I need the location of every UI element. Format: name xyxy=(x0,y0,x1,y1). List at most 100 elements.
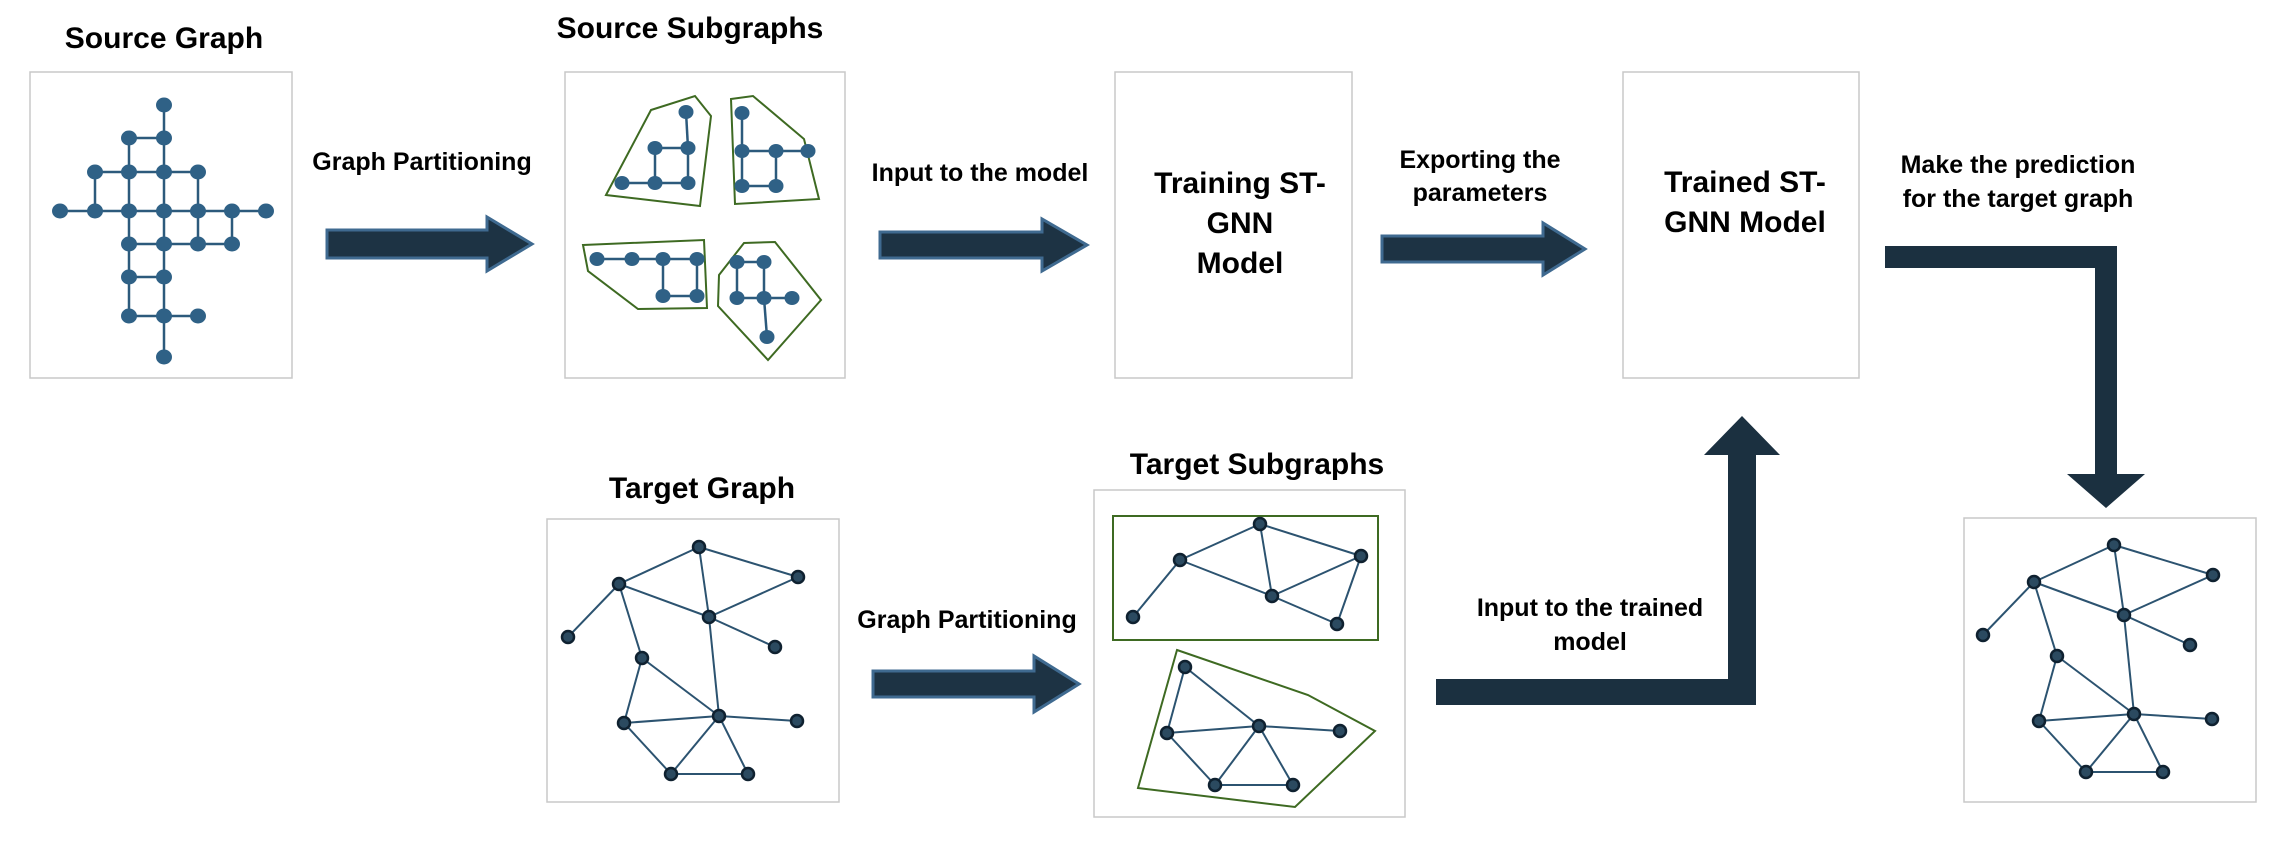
input-trained-label-line-1: Input to the trained xyxy=(1477,594,1703,622)
graph-node xyxy=(734,179,750,193)
graph-edge xyxy=(698,546,799,578)
graph-node xyxy=(258,203,274,219)
graph-node xyxy=(767,639,783,655)
graph-node xyxy=(729,255,745,269)
graph-edge xyxy=(1258,725,1341,732)
graph-node xyxy=(1353,548,1369,564)
arrow-make-prediction xyxy=(1885,246,2145,508)
graph-edge xyxy=(2038,720,2087,773)
graph-edge xyxy=(708,616,720,717)
prediction-graph-panel xyxy=(1963,517,2257,803)
arrow-input-trained xyxy=(1436,416,1780,705)
graph-node xyxy=(790,569,806,585)
graph-edge xyxy=(618,546,700,585)
graph-edge xyxy=(2056,655,2135,715)
graph-partitioning-bottom-label: Graph Partitioning xyxy=(857,606,1076,634)
graph-node xyxy=(156,130,172,146)
trained-model-label-line-1: Trained ST- xyxy=(1664,166,1826,199)
prediction-graph xyxy=(1975,537,2221,780)
graph-node xyxy=(680,141,696,155)
export-params-label-line-1: Exporting the xyxy=(1399,146,1560,174)
graph-edge xyxy=(2113,544,2214,576)
graph-node xyxy=(224,203,240,219)
graph-node xyxy=(156,269,172,285)
graph-node xyxy=(156,308,172,324)
graph-edge xyxy=(718,715,798,722)
graph-node xyxy=(1329,616,1345,632)
source-graph-panel xyxy=(29,71,293,379)
graph-node xyxy=(121,308,137,324)
target-graph-title: Target Graph xyxy=(609,472,795,505)
graph-node xyxy=(647,176,663,190)
subgraph-hull xyxy=(1112,515,1379,641)
graph-node xyxy=(190,203,206,219)
graph-node xyxy=(156,164,172,180)
graph-node xyxy=(655,289,671,303)
target-subgraphs xyxy=(1112,515,1379,809)
graph-node xyxy=(691,539,707,555)
graph-node xyxy=(680,176,696,190)
graph-edge xyxy=(708,616,776,648)
graph-node xyxy=(734,106,750,120)
graph-node xyxy=(1159,725,1175,741)
graph-node xyxy=(678,105,694,119)
graph-edge xyxy=(1271,555,1362,597)
graph-node xyxy=(156,97,172,113)
graph-edge xyxy=(2038,713,2135,722)
graph-node xyxy=(2116,607,2132,623)
input-trained-label-line-2: model xyxy=(1553,628,1627,656)
graph-node xyxy=(224,236,240,252)
graph-node xyxy=(789,713,805,729)
graph-node xyxy=(190,164,206,180)
graph-node xyxy=(52,203,68,219)
graph-edge xyxy=(698,546,710,618)
graph-edge xyxy=(1259,523,1362,557)
graph-node xyxy=(624,252,640,266)
graph-node xyxy=(1252,516,1268,532)
graph-edge xyxy=(1132,559,1181,618)
graph-node xyxy=(768,179,784,193)
graph-node xyxy=(2106,537,2122,553)
graph-edge xyxy=(670,715,720,775)
graph-edge xyxy=(2033,581,2125,616)
graph-edge xyxy=(623,657,643,724)
graph-node xyxy=(121,236,137,252)
graph-node xyxy=(2026,574,2042,590)
graph-node xyxy=(87,164,103,180)
graph-edge xyxy=(2038,655,2058,722)
graph-edge xyxy=(708,576,799,618)
graph-node xyxy=(611,576,627,592)
graph-node xyxy=(729,291,745,305)
graph-partitioning-top-label: Graph Partitioning xyxy=(312,148,531,176)
graph-edge xyxy=(623,715,720,724)
graph-node xyxy=(121,130,137,146)
source-subgraphs xyxy=(581,94,823,362)
graph-node xyxy=(711,708,727,724)
source-graph-title: Source Graph xyxy=(65,22,263,55)
graph-node xyxy=(2205,567,2221,583)
graph-node xyxy=(2126,706,2142,722)
graph-edge xyxy=(2033,581,2058,657)
subgraph-hull xyxy=(729,94,821,206)
graph-node xyxy=(560,629,576,645)
source-subgraphs-title: Source Subgraphs xyxy=(557,12,824,45)
graph-node xyxy=(689,289,705,303)
graph-edge xyxy=(641,657,720,717)
target-subgraphs-title: Target Subgraphs xyxy=(1130,448,1384,481)
graph-node xyxy=(701,609,717,625)
graph-edge xyxy=(1271,595,1338,625)
graph-edge xyxy=(2113,544,2125,616)
graph-edge xyxy=(1258,725,1294,786)
graph-node xyxy=(1264,588,1280,604)
target-graph-panel xyxy=(546,518,840,803)
graph-edge xyxy=(2123,574,2214,616)
graph-node xyxy=(121,164,137,180)
graph-edge xyxy=(1336,555,1362,625)
graph-node xyxy=(800,144,816,158)
graph-edge xyxy=(567,583,620,638)
graph-node xyxy=(734,144,750,158)
graph-node xyxy=(2078,764,2094,780)
graph-node xyxy=(2031,713,2047,729)
graph-node xyxy=(1251,718,1267,734)
